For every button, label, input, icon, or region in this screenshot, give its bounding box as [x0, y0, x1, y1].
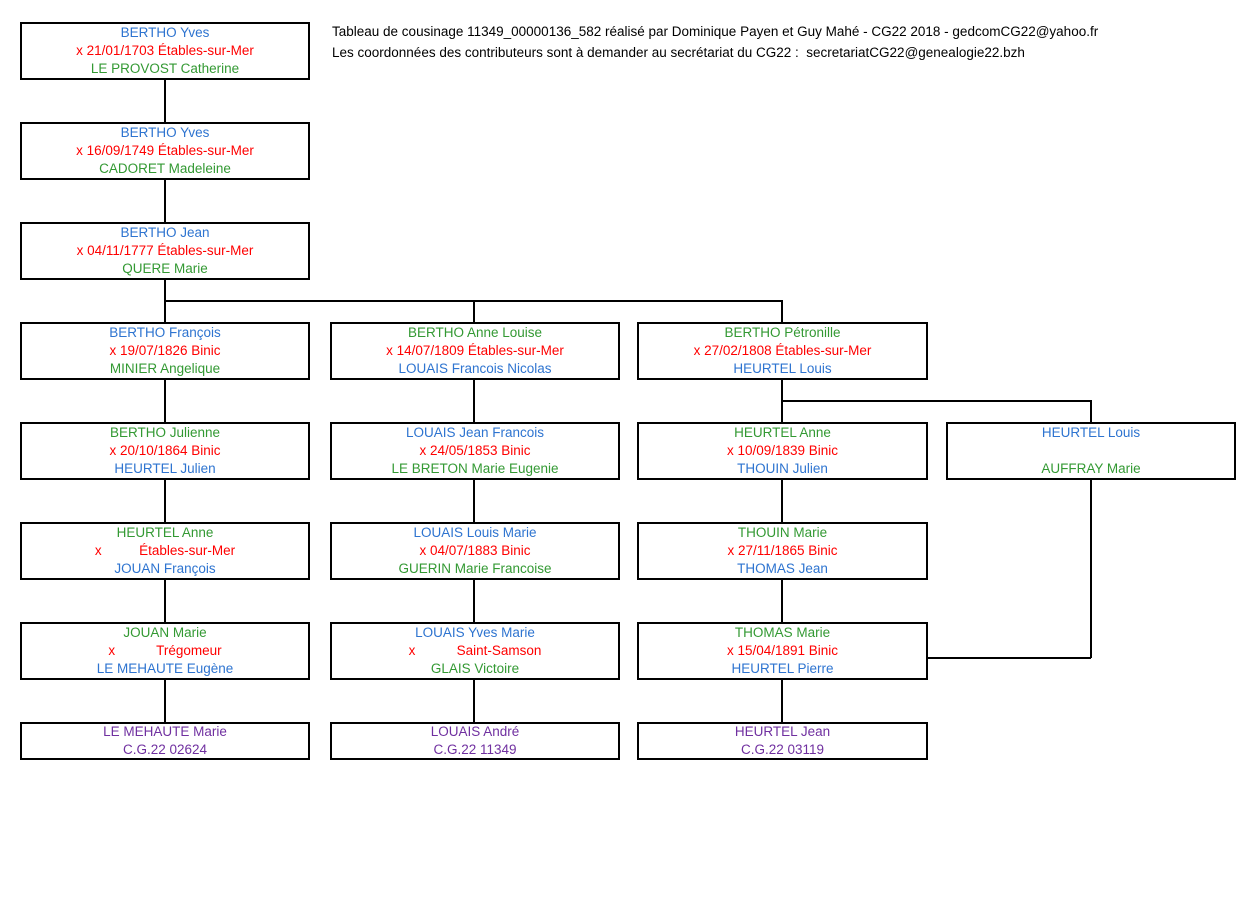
person-box-bertho-francois-1826: BERTHO François x 19/07/1826 Binic MINIE…	[20, 322, 310, 380]
marriage-info: x 04/11/1777 Étables-sur-Mer	[76, 243, 254, 258]
connector-line	[473, 300, 475, 322]
person-name: HEURTEL Anne	[116, 525, 214, 540]
connector-line	[781, 680, 783, 722]
person-box-bertho-julienne-1864: BERTHO Julienne x 20/10/1864 Binic HEURT…	[20, 422, 310, 480]
connector-line	[473, 480, 475, 522]
cg-number: C.G.22 02624	[122, 742, 208, 757]
connector-line	[1090, 480, 1092, 658]
person-box-louais-louis-marie-1883: LOUAIS Louis Marie x 04/07/1883 Binic GU…	[330, 522, 620, 580]
person-name: BERTHO Jean	[120, 225, 210, 240]
person-box-thomas-marie-1891: THOMAS Marie x 15/04/1891 Binic HEURTEL …	[637, 622, 928, 680]
chart-title: Tableau de cousinage 11349_00000136_582 …	[332, 24, 1099, 39]
spouse-name: HEURTEL Louis	[733, 361, 832, 376]
person-box-bertho-petronille-1808: BERTHO Pétronille x 27/02/1808 Étables-s…	[637, 322, 928, 380]
connector-line	[781, 580, 783, 622]
marriage-info: x 14/07/1809 Étables-sur-Mer	[386, 343, 564, 358]
person-name: THOMAS Marie	[734, 625, 831, 640]
person-box-louais-yves-marie: LOUAIS Yves Marie x Saint-Samson GLAIS V…	[330, 622, 620, 680]
connector-line	[1090, 400, 1092, 422]
person-name: LOUAIS Louis Marie	[413, 525, 537, 540]
person-box-louais-jean-francois-1853: LOUAIS Jean Francois x 24/05/1853 Binic …	[330, 422, 620, 480]
spouse-name: CADORET Madeleine	[99, 161, 231, 176]
cg-number: C.G.22 11349	[433, 742, 517, 757]
connector-line	[473, 680, 475, 722]
person-box-bertho-jean-1777: BERTHO Jean x 04/11/1777 Étables-sur-Mer…	[20, 222, 310, 280]
person-name: HEURTEL Jean	[734, 724, 831, 739]
spouse-name: THOUIN Julien	[737, 461, 828, 476]
spouse-name: HEURTEL Julien	[114, 461, 216, 476]
person-box-heurtel-jean: HEURTEL Jean C.G.22 03119	[637, 722, 928, 760]
marriage-info: x 10/09/1839 Binic	[726, 443, 839, 458]
person-name: BERTHO Pétronille	[724, 325, 841, 340]
marriage-info: x 15/04/1891 Binic	[726, 643, 839, 658]
person-name: LOUAIS André	[430, 724, 520, 739]
person-box-le-mehaute-marie: LE MEHAUTE Marie C.G.22 02624	[20, 722, 310, 760]
marriage-info: x 21/01/1703 Étables-sur-Mer	[76, 43, 254, 58]
connector-line	[473, 380, 475, 422]
connector-line	[781, 480, 783, 522]
person-name: LE MEHAUTE Marie	[103, 724, 227, 739]
person-name: HEURTEL Louis	[1041, 425, 1141, 440]
person-box-heurtel-anne: HEURTEL Anne x Étables-sur-Mer JOUAN Fra…	[20, 522, 310, 580]
marriage-info: x 16/09/1749 Étables-sur-Mer	[76, 143, 254, 158]
person-name: BERTHO François	[109, 325, 221, 340]
spouse-name: LE MEHAUTE Eugène	[96, 661, 234, 676]
person-name: LOUAIS Jean Francois	[405, 425, 545, 440]
marriage-info: x 27/02/1808 Étables-sur-Mer	[693, 343, 872, 358]
person-box-thouin-marie-1865: THOUIN Marie x 27/11/1865 Binic THOMAS J…	[637, 522, 928, 580]
spouse-name: LE PROVOST Catherine	[90, 61, 240, 76]
spouse-name: AUFFRAY Marie	[1041, 461, 1141, 476]
cg-number: C.G.22 03119	[740, 742, 825, 757]
connector-line	[164, 680, 166, 722]
spouse-name: MINIER Angelique	[109, 361, 221, 376]
person-name: BERTHO Yves	[120, 25, 210, 40]
person-name: BERTHO Yves	[120, 125, 210, 140]
person-name: BERTHO Anne Louise	[407, 325, 543, 340]
person-name: THOUIN Marie	[737, 525, 828, 540]
marriage-info: x Saint-Samson	[408, 643, 542, 658]
person-name: HEURTEL Anne	[734, 425, 831, 440]
connector-line	[164, 380, 166, 422]
person-box-bertho-yves-1749: BERTHO Yves x 16/09/1749 Étables-sur-Mer…	[20, 122, 310, 180]
person-box-bertho-anne-louise-1809: BERTHO Anne Louise x 14/07/1809 Étables-…	[330, 322, 620, 380]
marriage-info: x 04/07/1883 Binic	[419, 543, 531, 558]
spouse-name: HEURTEL Pierre	[731, 661, 834, 676]
marriage-info: x Étables-sur-Mer	[94, 543, 236, 558]
person-box-jouan-marie: JOUAN Marie x Trégomeur LE MEHAUTE Eugèn…	[20, 622, 310, 680]
connector-line	[473, 580, 475, 622]
connector-line	[781, 300, 783, 322]
spouse-name: LOUAIS Francois Nicolas	[398, 361, 552, 376]
person-box-heurtel-anne-1839: HEURTEL Anne x 10/09/1839 Binic THOUIN J…	[637, 422, 928, 480]
marriage-info: x Trégomeur	[108, 643, 222, 658]
connector-line	[164, 180, 166, 222]
marriage-info: x 27/11/1865 Binic	[727, 543, 838, 558]
spouse-name: GLAIS Victoire	[430, 661, 520, 676]
marriage-info: x 19/07/1826 Binic	[109, 343, 221, 358]
person-box-louais-andre: LOUAIS André C.G.22 11349	[330, 722, 620, 760]
connector-line	[781, 400, 1091, 402]
connector-line	[164, 480, 166, 522]
person-box-bertho-yves-1703: BERTHO Yves x 21/01/1703 Étables-sur-Mer…	[20, 22, 310, 80]
person-name: JOUAN Marie	[123, 625, 207, 640]
person-name: LOUAIS Yves Marie	[415, 625, 535, 640]
spouse-name: GUERIN Marie Francoise	[398, 561, 552, 576]
chart-contact-note: Les coordonnées des contributeurs sont à…	[332, 45, 1025, 60]
connector-line	[164, 580, 166, 622]
connector-line	[928, 657, 1091, 659]
spouse-name: QUERE Marie	[122, 261, 208, 276]
marriage-info: x 24/05/1853 Binic	[419, 443, 531, 458]
person-box-heurtel-louis: HEURTEL Louis AUFFRAY Marie	[946, 422, 1236, 480]
spouse-name: THOMAS Jean	[737, 561, 828, 576]
marriage-info: x 20/10/1864 Binic	[109, 443, 221, 458]
connector-line	[164, 80, 166, 122]
spouse-name: JOUAN François	[114, 561, 216, 576]
person-name: BERTHO Julienne	[109, 425, 221, 440]
spouse-name: LE BRETON Marie Eugenie	[391, 461, 559, 476]
